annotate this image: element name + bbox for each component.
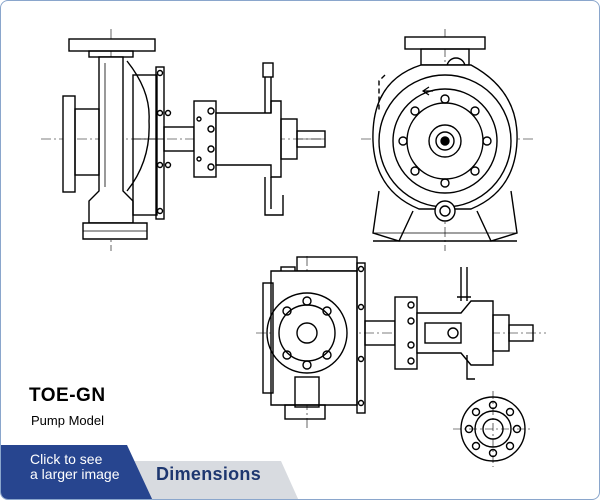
bottom-bar [1, 445, 299, 500]
side-view-drawing [41, 29, 326, 251]
enlarge-text-line1: Click to see [30, 451, 103, 467]
enlarge-text-line2: a larger image [30, 466, 120, 482]
dimensions-tab-shape [129, 461, 299, 499]
enlarge-image-button[interactable]: Click to see a larger image [30, 452, 120, 482]
plan-view-drawing [256, 256, 546, 431]
dimensions-tab-label[interactable]: Dimensions [156, 464, 262, 484]
front-view-drawing [361, 29, 536, 251]
model-title: TOE-GN [29, 385, 106, 406]
enlarge-button-shape[interactable] [1, 445, 153, 500]
flange-detail-drawing [453, 391, 533, 467]
model-caption: Pump Model [31, 413, 104, 428]
